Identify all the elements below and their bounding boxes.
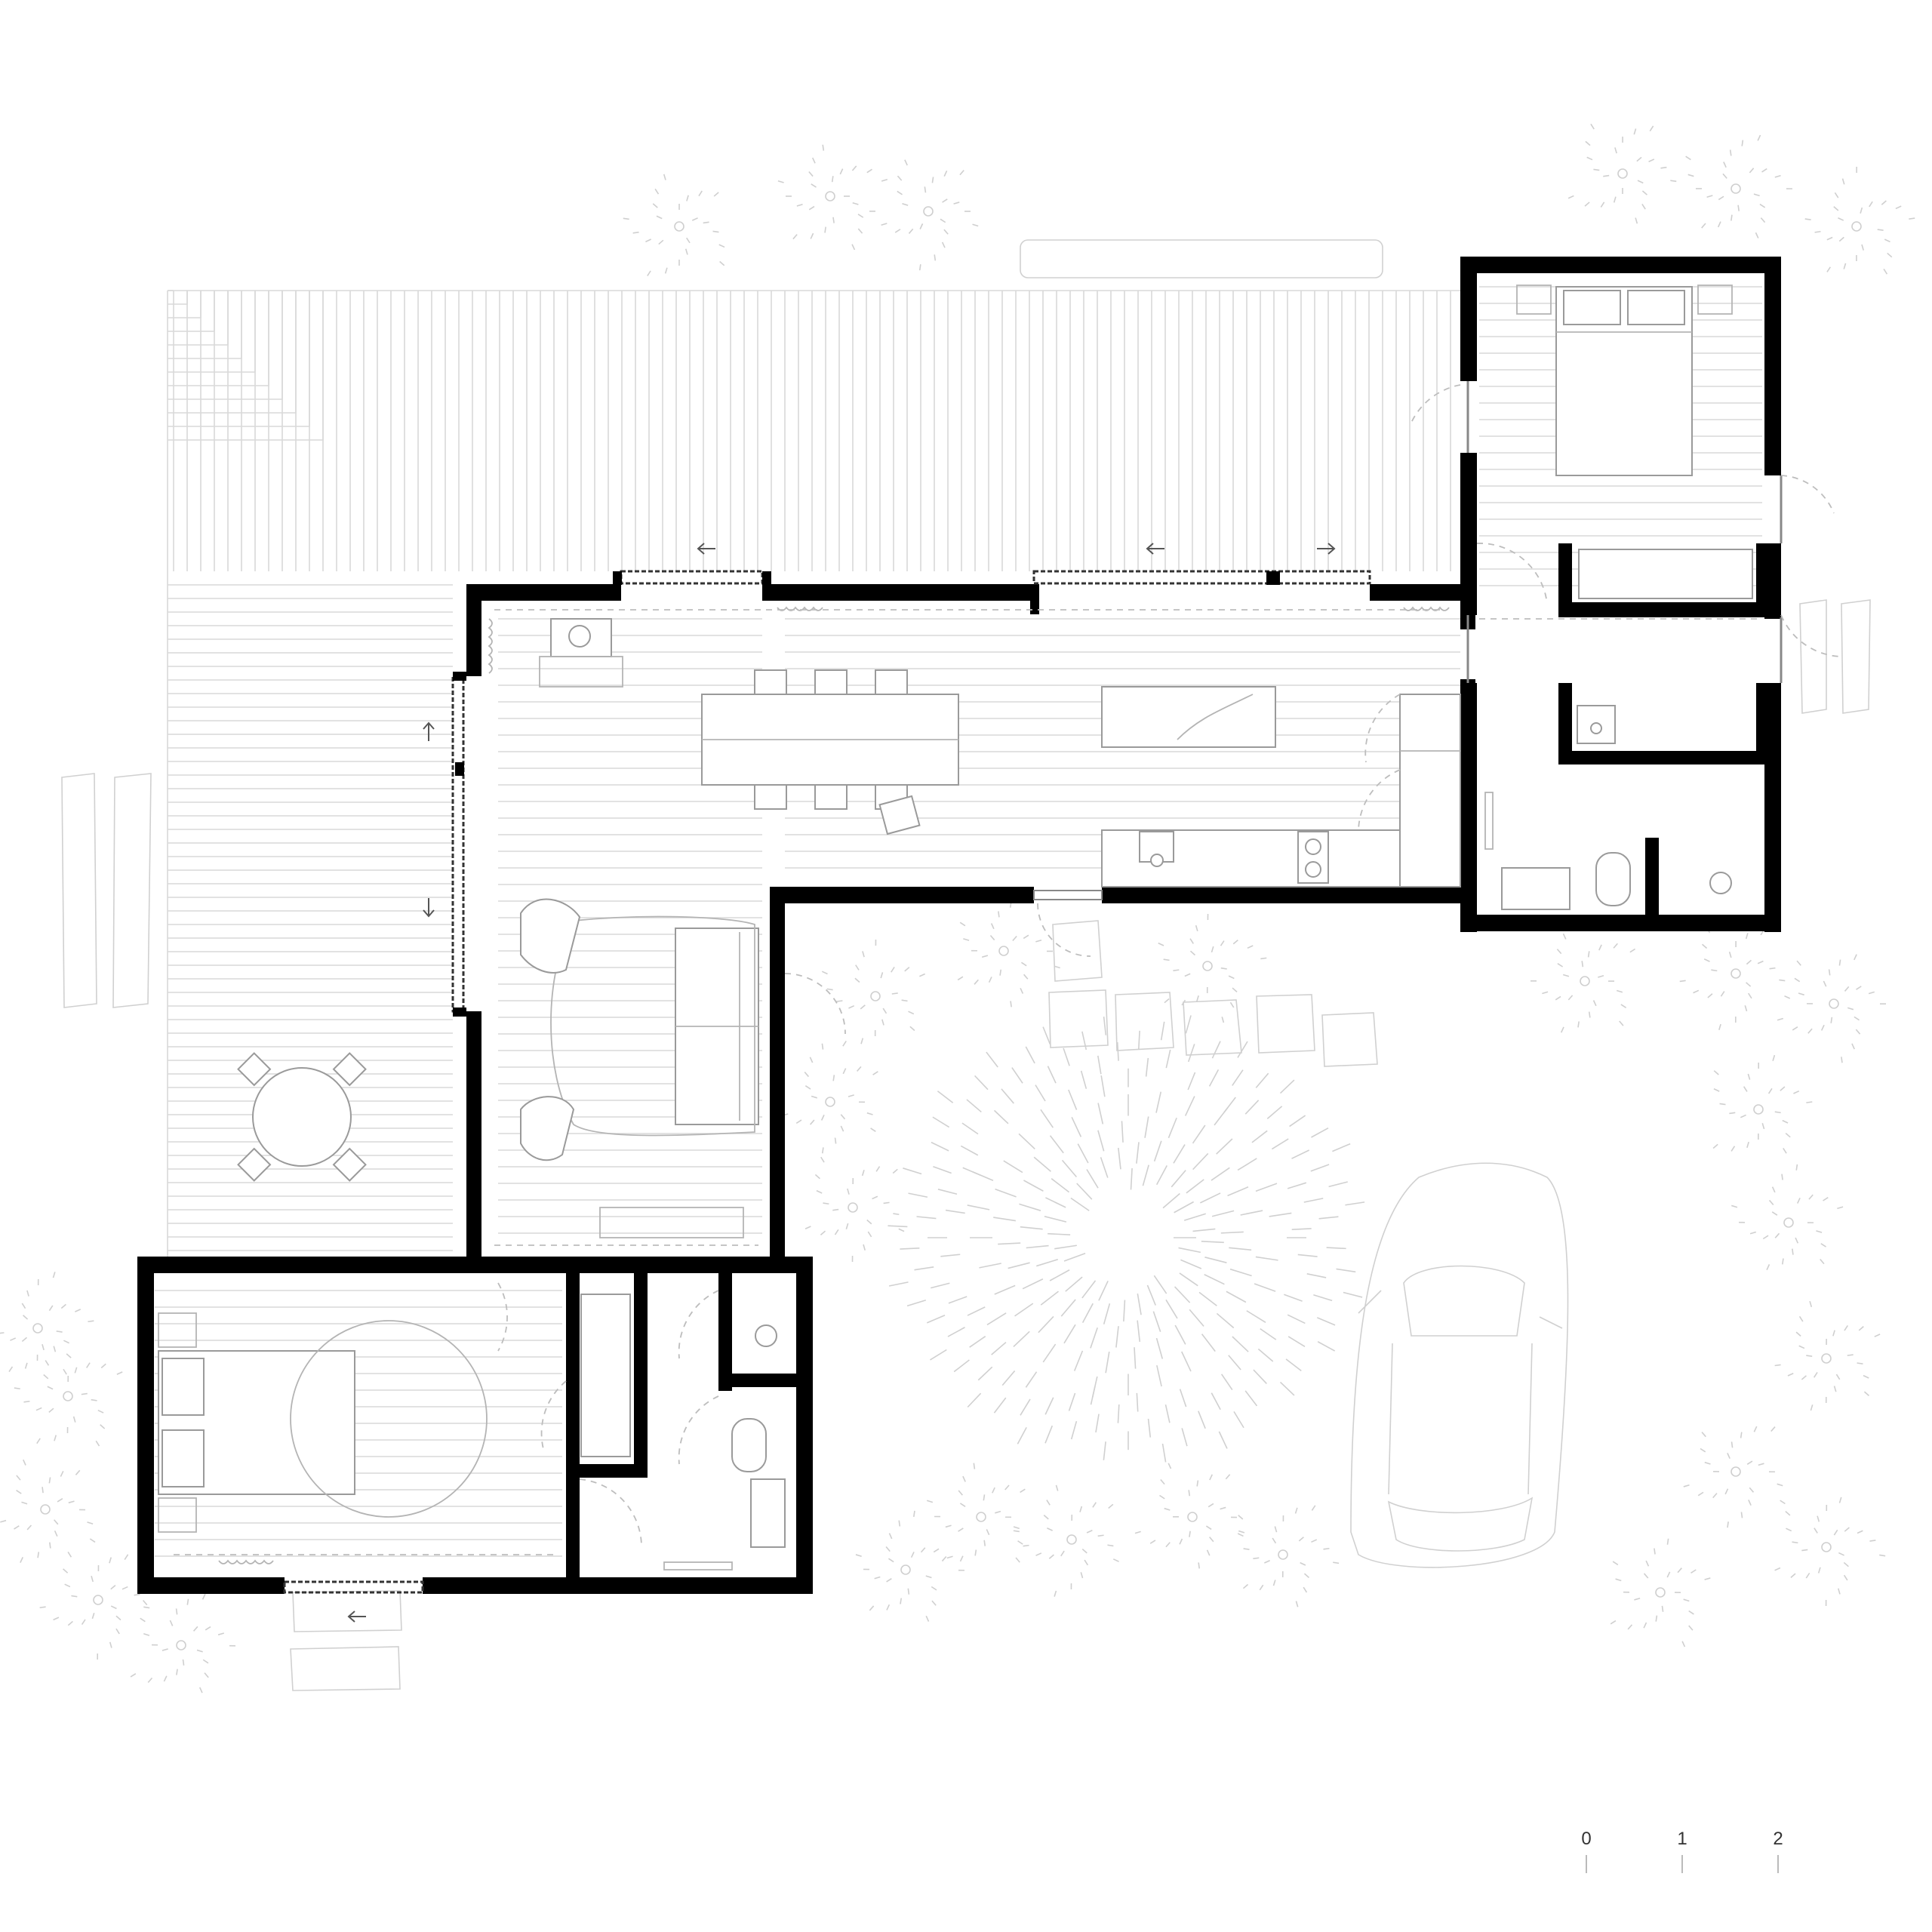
walls [137,257,1781,1594]
shower [1709,872,1732,894]
arrow-left-icon [1146,543,1164,555]
round-rug [290,1320,488,1518]
vegetation [0,123,1915,1694]
courtyard-pattern [888,1015,1365,1463]
arrow-down-icon [423,898,435,918]
rug [550,915,755,1137]
vanity [1501,867,1571,910]
arrow-up-icon [423,721,435,741]
deck-bench [1020,239,1383,278]
stepping-stones [61,599,1871,1691]
scale-bar: 0 1 2 [1581,1829,1783,1873]
toilet [731,1418,767,1472]
scale-label-2: 2 [1773,1829,1783,1849]
tv-console [599,1207,744,1238]
armchair [520,1096,575,1161]
arrow-left-icon [697,543,715,555]
vanity [750,1478,786,1548]
door-swings [174,384,1842,1555]
car-outline [1350,1162,1569,1568]
deck [167,239,1460,1257]
arrow-left-icon [347,1611,366,1623]
armchair [520,898,581,974]
outdoor-table [252,1067,352,1167]
glazing [283,381,1783,1594]
scale-label-1: 1 [1677,1829,1687,1849]
shower [755,1324,777,1347]
sliding-arrows [347,543,1336,1623]
toilet [1595,852,1631,906]
house-floorboards [155,286,1762,1557]
scale-label-0: 0 [1581,1829,1591,1849]
wardrobe [580,1294,631,1457]
wardrobe [1578,549,1753,599]
furniture [158,285,1753,1571]
arrow-right-icon [1317,543,1336,555]
